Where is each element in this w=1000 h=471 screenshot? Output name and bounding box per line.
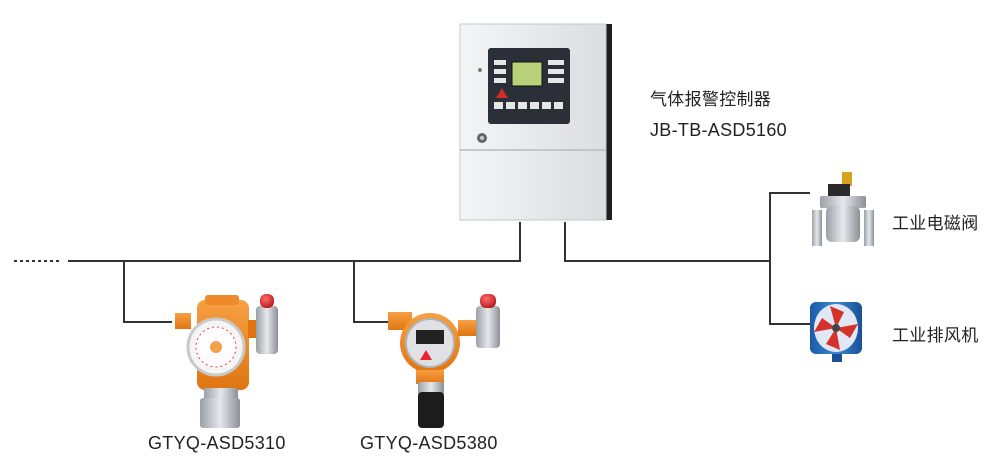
output-valve-label: 工业电磁阀 [892,214,979,234]
wiring [14,192,810,325]
output-fan-label: 工业排风机 [892,326,979,346]
detector-5380-model: GTYQ-ASD5380 [360,433,498,453]
branch-detector-5380 [353,261,394,323]
axial-fan-icon [810,302,862,362]
detector-5310-icon [175,294,278,428]
controller-panel-icon [459,23,612,221]
bus-line-right [564,222,770,262]
branch-detector-5310 [123,261,172,323]
detector-5310-model: GTYQ-ASD5310 [148,433,286,453]
controller-name: 气体报警控制器 [650,90,772,110]
output-branch [769,192,810,325]
controller-model: JB-TB-ASD5160 [650,120,787,140]
solenoid-valve-icon [812,172,874,246]
detector-5380-icon [388,294,500,428]
bus-line-left [68,222,521,262]
